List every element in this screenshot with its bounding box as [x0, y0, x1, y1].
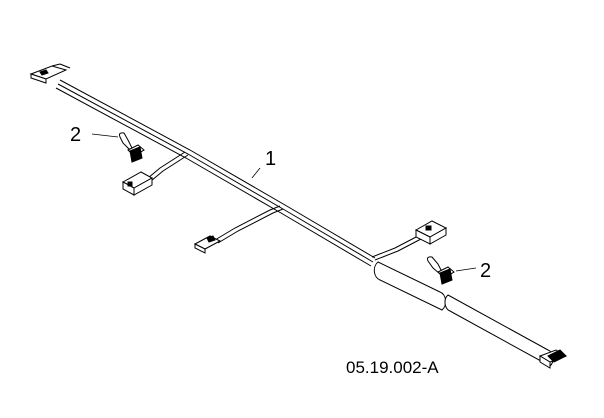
callout-clip-lower-label: 2: [480, 260, 491, 282]
branch-right: [371, 235, 422, 261]
callout-leaders: [91, 133, 477, 272]
callout-harness-label: 1: [265, 148, 276, 170]
protective-sleeve: [373, 261, 554, 367]
drawing-code: 05.19.002-A: [346, 358, 439, 377]
branch-upper-left: [147, 151, 189, 182]
branch-mid: [214, 205, 284, 244]
end-connector-top-left: [29, 63, 71, 84]
clip-lower: [427, 256, 455, 285]
connector-upper-left: [121, 171, 154, 196]
end-connector-bottom-right: [538, 349, 568, 369]
main-harness-bundle: [55, 79, 376, 267]
connector-mid-lower: [193, 235, 222, 254]
connector-right: [414, 220, 448, 245]
clip-upper: [119, 132, 145, 163]
callout-clip-upper-label: 2: [70, 124, 81, 146]
